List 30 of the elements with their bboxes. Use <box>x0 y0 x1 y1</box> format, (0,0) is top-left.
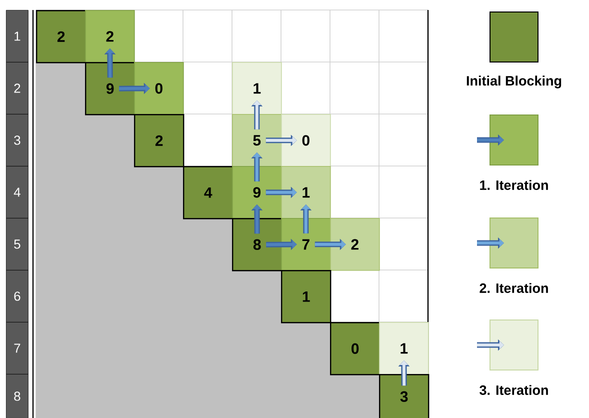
grid-cell: 2 <box>134 114 184 168</box>
row-number: 7 <box>6 322 28 374</box>
grid-cell: 1 <box>281 166 331 219</box>
grid-cell: 4 <box>183 166 234 220</box>
grid-cell: 1 <box>232 62 282 115</box>
row-number: 1 <box>6 10 28 62</box>
grid-cell: 9 <box>232 166 282 219</box>
row-number: 3 <box>6 114 28 166</box>
grid-cell: 0 <box>281 114 331 167</box>
grid-cell: 2 <box>36 10 86 64</box>
row-number: 8 <box>6 374 28 418</box>
legend-label: Initial Blocking <box>466 76 562 88</box>
grid-cell: 9 <box>85 62 136 116</box>
row-number: 5 <box>6 218 28 270</box>
grid-cell: 2 <box>85 10 135 63</box>
grid-cell: 5 <box>232 114 282 167</box>
grid-cell: 7 <box>281 218 331 271</box>
grid-cell: 3 <box>379 374 430 418</box>
row-number: 4 <box>6 166 28 218</box>
row-number: 2 <box>6 62 28 114</box>
grid-cell: 8 <box>232 218 282 272</box>
legend-label: 3. Iteration <box>480 385 548 395</box>
grid-cell: 2 <box>330 218 380 271</box>
grid-cell: 0 <box>330 322 380 376</box>
legend-label: 1. Iteration <box>480 180 548 190</box>
grid-cell: 1 <box>281 270 332 324</box>
row-number: 6 <box>6 270 28 322</box>
grid-cell: 0 <box>134 62 184 115</box>
grid-cell: 1 <box>379 322 429 375</box>
legend-label: 2. Iteration <box>480 283 548 293</box>
